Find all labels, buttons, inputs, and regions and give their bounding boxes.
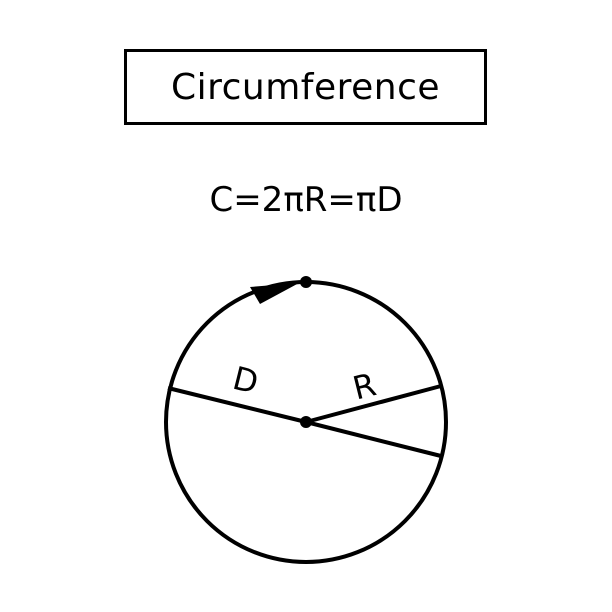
diameter-line-right [305,420,442,458]
title: Circumference [170,66,441,108]
center-point [300,416,312,428]
radius-line [305,384,442,424]
radius-label: R [349,365,380,407]
title-box: Circumference [124,49,487,125]
diameter-line-left [167,386,307,424]
diameter-label: D [229,359,262,402]
top-point [300,276,312,288]
formula: C=2πR=πD [209,180,403,220]
direction-arrow-icon [250,283,299,304]
